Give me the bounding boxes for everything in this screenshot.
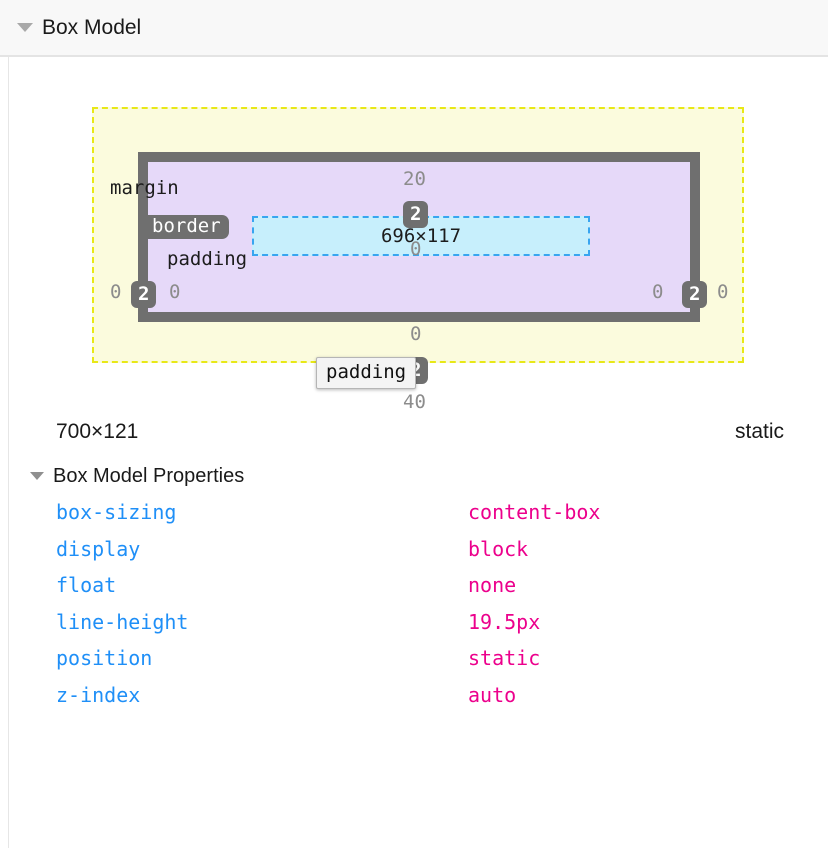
- padding-top-value[interactable]: 0: [410, 238, 422, 260]
- border-right-value[interactable]: 2: [682, 281, 708, 308]
- property-row[interactable]: box-sizing content-box: [0, 500, 828, 537]
- page-title: Box Model: [42, 15, 142, 39]
- property-name: z-index: [56, 682, 141, 707]
- border-region-label: border: [148, 215, 229, 240]
- box-model-properties-list: box-sizing content-box display block flo…: [0, 500, 828, 719]
- property-row[interactable]: float none: [0, 573, 828, 610]
- content-size-label: 696×117: [380, 225, 462, 247]
- property-row[interactable]: display block: [0, 537, 828, 574]
- panel-left-rail: [8, 57, 9, 848]
- property-name: display: [56, 536, 141, 561]
- property-value[interactable]: block: [468, 536, 529, 561]
- property-row[interactable]: z-index auto: [0, 683, 828, 720]
- padding-left-value[interactable]: 0: [169, 281, 181, 303]
- element-position-label: static: [734, 420, 784, 443]
- margin-right-value[interactable]: 0: [717, 281, 729, 303]
- property-name: position: [56, 646, 153, 670]
- margin-bottom-value[interactable]: 40: [403, 391, 426, 413]
- margin-region[interactable]: 696×117: [92, 107, 744, 363]
- padding-right-value[interactable]: 0: [652, 281, 664, 303]
- box-model-diagram[interactable]: 696×117 margin border padding 20 2 0 0 2…: [0, 57, 828, 413]
- property-name: line-height: [56, 609, 189, 634]
- property-name: box-sizing: [56, 500, 177, 524]
- margin-top-value[interactable]: 20: [403, 168, 426, 190]
- region-tooltip: padding: [316, 357, 417, 389]
- padding-region-label: padding: [167, 248, 248, 270]
- padding-bottom-value[interactable]: 0: [410, 323, 422, 345]
- box-model-panel-header[interactable]: Box Model: [0, 0, 828, 57]
- triangle-down-icon[interactable]: [30, 472, 44, 480]
- border-left-value[interactable]: 2: [131, 281, 157, 308]
- property-value[interactable]: static: [468, 646, 541, 670]
- element-summary-row: 700×121 static: [0, 420, 828, 456]
- property-row[interactable]: position static: [0, 646, 828, 683]
- property-name: float: [56, 573, 117, 597]
- property-row[interactable]: line-height 19.5px: [0, 610, 828, 647]
- box-model-properties-title: Box Model Properties: [53, 464, 245, 487]
- box-model-properties-header[interactable]: Box Model Properties: [0, 462, 828, 490]
- element-size-label: 700×121: [56, 420, 139, 443]
- property-value[interactable]: 19.5px: [468, 609, 541, 634]
- border-top-value[interactable]: 2: [403, 201, 429, 228]
- property-value[interactable]: auto: [468, 682, 517, 707]
- property-value[interactable]: content-box: [468, 500, 601, 524]
- margin-left-value[interactable]: 0: [110, 281, 122, 303]
- margin-region-label: margin: [110, 177, 179, 199]
- triangle-down-icon[interactable]: [17, 23, 33, 32]
- property-value[interactable]: none: [468, 573, 517, 597]
